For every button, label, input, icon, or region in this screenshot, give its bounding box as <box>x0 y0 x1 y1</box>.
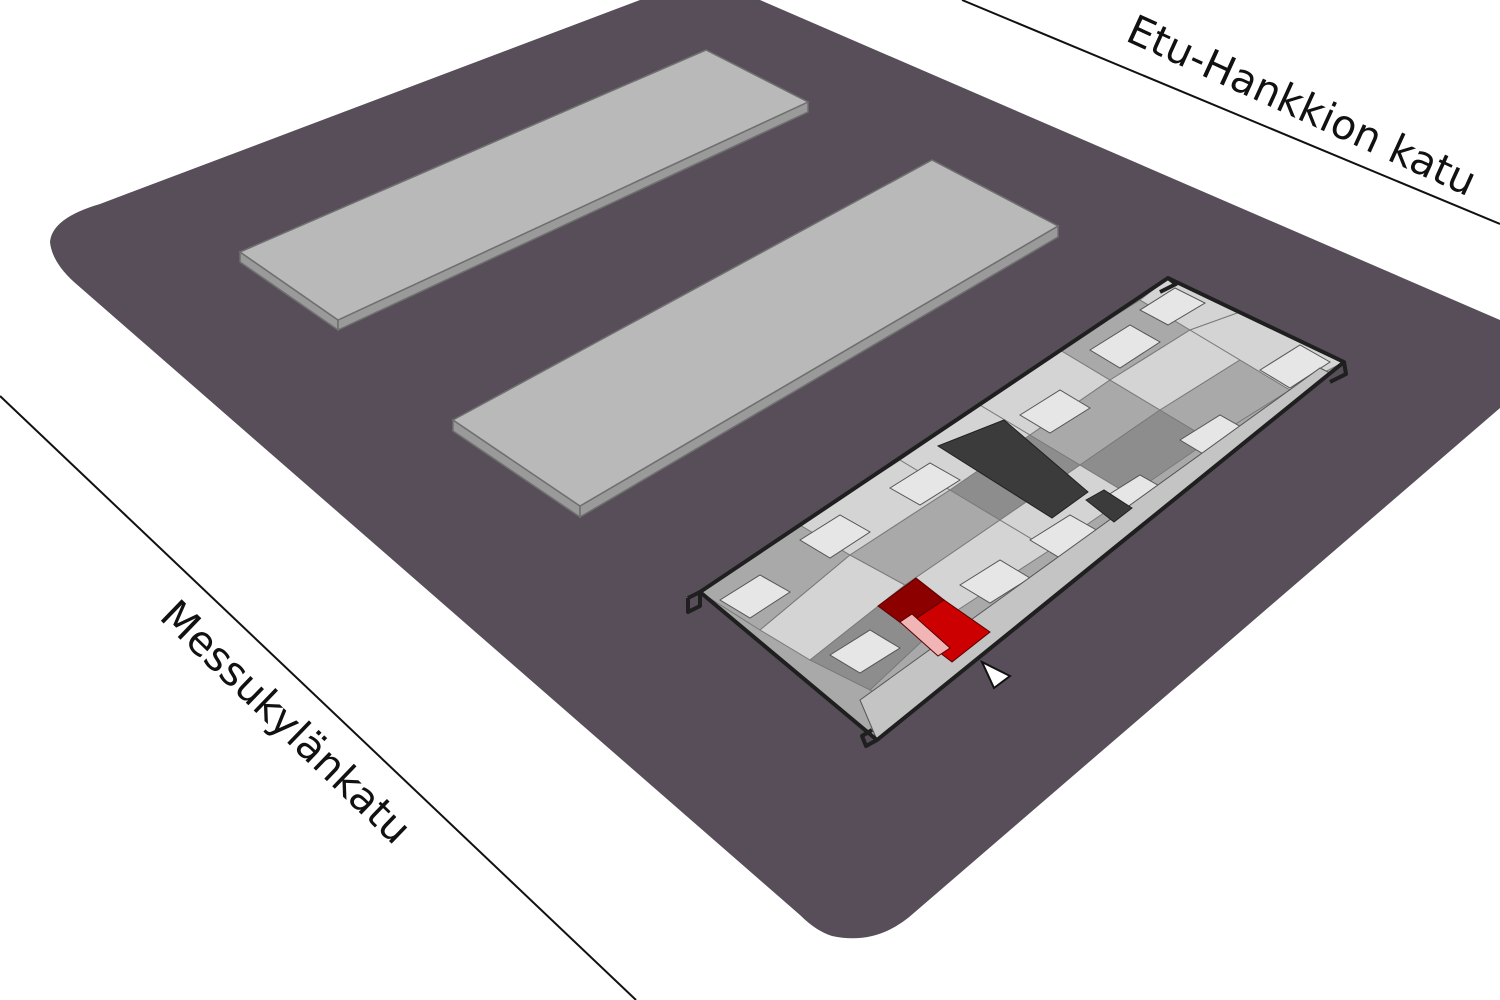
selected-apartment-balcony <box>899 613 951 657</box>
fixture <box>1139 287 1207 326</box>
building-middle <box>451 159 1060 519</box>
floor-plan-end-cap <box>686 590 702 614</box>
fixture <box>799 514 871 559</box>
street-line-left <box>0 395 637 1000</box>
stairwell <box>936 419 1089 519</box>
fixture <box>1019 389 1091 434</box>
street-label-etu-hankkion-katu: Etu-Hankkion katu <box>1120 5 1484 205</box>
stairwell-small <box>1085 489 1133 523</box>
floor-plan-building <box>686 276 1348 748</box>
floor-plan-end-cap <box>1329 361 1348 384</box>
street-label-messukylankatu: Messukylänkatu <box>151 591 421 854</box>
fixture <box>1259 344 1331 389</box>
street-line-top-right <box>961 0 1500 225</box>
fixture <box>889 462 961 506</box>
floor-plan-end-cap <box>1159 276 1178 294</box>
building-north <box>238 49 810 332</box>
fixture <box>829 629 901 674</box>
floor-plan-end-cap <box>860 728 878 748</box>
view-direction-marker[interactable] <box>979 659 1012 690</box>
building-north-roof <box>238 49 810 321</box>
plot-area <box>50 0 1500 939</box>
fixture <box>719 574 791 619</box>
fixture <box>1089 324 1161 369</box>
building-middle-roof <box>451 159 1060 507</box>
